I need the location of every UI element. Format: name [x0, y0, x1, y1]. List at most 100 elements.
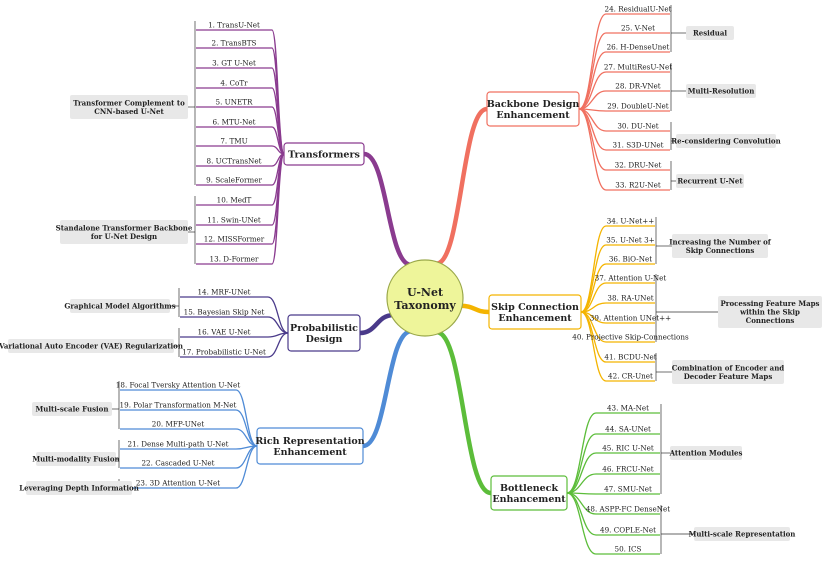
bottleneck-branch-label-line: Enhancement	[492, 494, 566, 505]
group-label-multi-scale-fusion-line: Multi-scale Fusion	[36, 405, 109, 414]
backbone-leaf-connector	[578, 51, 670, 110]
leaf-16-vae-u-net: 16. VAE U-Net	[198, 328, 251, 337]
transformers-leaf-connector	[196, 145, 285, 155]
bottleneck-trunk-connector	[434, 329, 494, 496]
leaf-20-mfp-unet: 20. MFP-UNet	[152, 420, 205, 429]
rich-branch-label-line: Rich Representation	[255, 436, 364, 447]
leaf-29-doubleu-net: 29. DoubleU-Net	[607, 102, 668, 111]
backbone-branch-label-line: Enhancement	[496, 110, 570, 121]
rich-branch-label-line: Enhancement	[273, 447, 347, 458]
probabilistic-branch-box	[287, 314, 361, 352]
bottleneck-leaf-connector	[566, 492, 660, 555]
group-box-standalone-transformer-backbone-for-u-net-design	[60, 220, 188, 244]
group-label-processing-feature-maps-within-the-skip-connections-line: Connections	[746, 316, 795, 325]
rich-leaf-connector	[120, 445, 258, 489]
skip-branch-box	[488, 294, 582, 330]
group-label-re-considering-convolution: Re-considering Convolution	[671, 137, 780, 146]
group-label-increasing-the-number-of-skip-connections-line: Increasing the Number of	[669, 237, 772, 246]
bottleneck-leaf-connector	[566, 452, 660, 494]
leaf-8-uctransnet: 8. UCTransNet	[207, 157, 262, 166]
group-box-transformer-complement-to-cnn-based-u-net	[70, 95, 188, 119]
bottleneck-leaf-connector	[566, 412, 660, 494]
group-box-re-considering-convolution	[676, 134, 776, 148]
leaf-38-ra-unet: 38. RA-UNet	[607, 294, 653, 303]
probabilistic-trunk-connector	[357, 312, 396, 336]
bottleneck-branch-box	[490, 475, 568, 511]
leaf-34-u-net: 34. U-Net++	[607, 217, 655, 226]
group-box-combination-of-encoder-and-decoder-feature-maps	[672, 360, 784, 384]
group-box-graphical-model-algorithms	[70, 299, 170, 313]
skip-leaf-connector	[580, 282, 655, 313]
group-box-variational-auto-encoder-vae-regularization	[8, 339, 174, 353]
transformers-branch-box	[283, 142, 365, 166]
group-label-multi-resolution: Multi-Resolution	[688, 87, 755, 96]
leaf-32-dru-net: 32. DRU-Net	[615, 161, 662, 170]
leaf-12-missformer: 12. MISSFormer	[204, 235, 265, 244]
backbone-leaf-connector	[578, 32, 670, 110]
leaf-39-attention-unet: 39. Attention UNet++	[590, 314, 671, 323]
backbone-leaf-connector	[578, 90, 670, 110]
group-label-attention-modules-line: Attention Modules	[669, 449, 743, 458]
group-label-graphical-model-algorithms: Graphical Model Algorithms	[64, 302, 175, 311]
skip-leaf-connector	[580, 302, 655, 313]
group-label-transformer-complement-to-cnn-based-u-net-line: CNN-based U-Net	[94, 107, 164, 116]
leaf-6-mtu-net: 6. MTU-Net	[212, 118, 255, 127]
group-box-multi-scale-representation	[694, 527, 790, 541]
probabilistic-leaf-connector	[180, 316, 289, 334]
leaf-19-polar-transformation-m-net: 19. Polar Transformation M-Net	[120, 401, 237, 410]
leaf-5-unetr: 5. UNETR	[216, 98, 254, 107]
group-label-re-considering-convolution-line: Re-considering Convolution	[671, 137, 780, 146]
leaf-28-dr-vnet: 28. DR-VNet	[615, 82, 661, 91]
group-label-multi-modality-fusion: Multi-modality Fusion	[32, 455, 119, 464]
leaf-14-mrf-unet: 14. MRF-UNet	[197, 288, 250, 297]
leaf-42-cr-unet: 42. CR-Unet	[608, 372, 653, 381]
leaf-45-ric-u-net: 45. RIC U-Net	[602, 444, 654, 453]
group-box-recurrent-u-net	[676, 174, 744, 188]
leaf-26-h-denseunet: 26. H-DenseUnet	[607, 43, 670, 52]
root-label-line: Taxonomy	[394, 299, 456, 312]
leaf-17-probabilistic-u-net: 17. Probabilistic U-Net	[182, 348, 266, 357]
transformers-leaf-connector	[196, 106, 285, 155]
leaf-7-tmu: 7. TMU	[220, 137, 247, 146]
transformers-trunk-connector	[361, 151, 414, 268]
leaf-13-d-former: 13. D-Former	[210, 255, 259, 264]
leaf-46-frcu-net: 46. FRCU-Net	[602, 465, 654, 474]
transformers-leaf-connector	[196, 153, 285, 265]
group-label-processing-feature-maps-within-the-skip-connections-line: Processing Feature Maps	[721, 299, 820, 308]
group-label-recurrent-u-net: Recurrent U-Net	[677, 177, 743, 186]
leaf-10-medt: 10. MedT	[217, 196, 252, 205]
backbone-leaf-connector	[578, 108, 670, 191]
leaf-37-attention-u-net: 37. Attention U-Net	[595, 274, 667, 283]
rich-leaf-connector	[120, 389, 258, 447]
group-label-variational-auto-encoder-vae-regularization-line: Variational Auto Encoder (VAE) Regulariz…	[0, 342, 183, 351]
connector-layer	[112, 5, 718, 555]
leaf-1-transu-net: 1. TransU-Net	[208, 21, 260, 30]
group-label-multi-resolution-line: Multi-Resolution	[688, 87, 755, 96]
group-label-leveraging-depth-information-line: Leveraging Depth Information	[19, 484, 139, 493]
group-label-multi-scale-representation-line: Multi-scale Representation	[689, 530, 796, 539]
group-label-combination-of-encoder-and-decoder-feature-maps-line: Decoder Feature Maps	[684, 372, 773, 381]
group-label-standalone-transformer-backbone-for-u-net-design-line: for U-Net Design	[91, 232, 157, 241]
rich-leaf-connector	[120, 409, 258, 447]
leaf-2-transbts: 2. TransBTS	[212, 39, 257, 48]
group-label-multi-modality-fusion-line: Multi-modality Fusion	[32, 455, 119, 464]
leaf-40-projective-skip-connections: 40. Projective Skip-Connections	[572, 333, 689, 342]
group-box-multi-modality-fusion	[36, 452, 116, 466]
leaf-43-ma-net: 43. MA-Net	[607, 404, 649, 413]
backbone-trunk-connector	[433, 106, 490, 267]
group-label-attention-modules: Attention Modules	[669, 449, 743, 458]
leaf-25-v-net: 25. V-Net	[621, 24, 655, 33]
leaf-41-bcdu-net: 41. BCDU-Net	[604, 353, 656, 362]
bottleneck-leaf-connector	[566, 433, 660, 494]
